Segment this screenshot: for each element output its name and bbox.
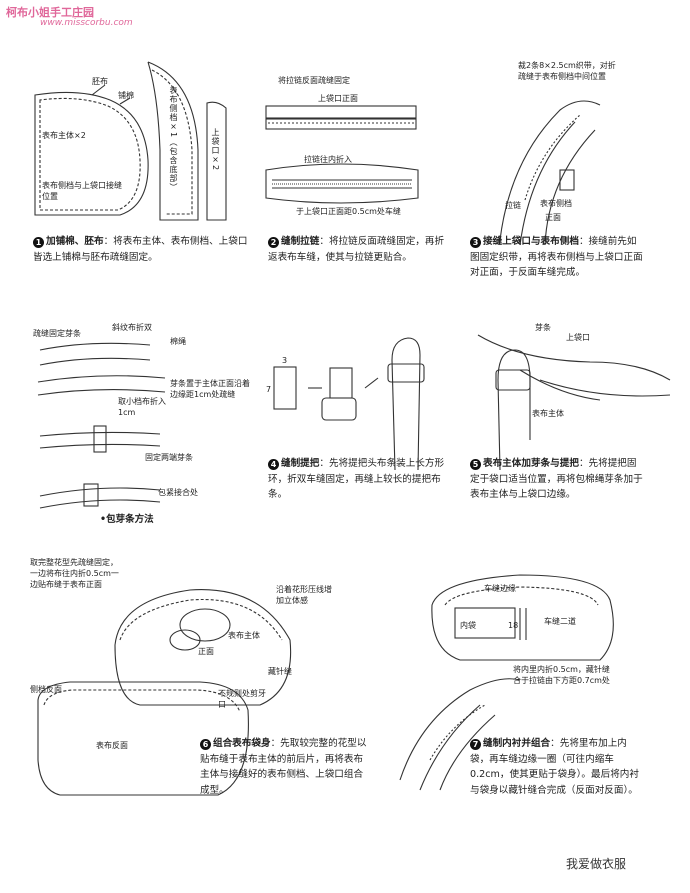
fig2-label-zip-baste: 将拉链反面疏缝固定 xyxy=(278,76,350,85)
site-url: www.misscorbu.com xyxy=(40,18,133,28)
fig2-label-top-front: 上袋口正面 xyxy=(318,94,358,103)
fig7-label-edge-stitch: 车缝边缘 xyxy=(484,584,516,593)
fig6-label-clip: 不规则处剪牙口 xyxy=(218,689,266,709)
fig4-label-height: 7 xyxy=(266,385,272,394)
piping-figures xyxy=(37,342,166,509)
fig1-label-seam-position: 表布侧档与上袋口接缝位置 xyxy=(42,181,122,201)
fig4-handle xyxy=(273,337,425,471)
fig7-label-inner-pocket: 内袋 xyxy=(460,621,476,630)
fig1-body-piece xyxy=(34,84,149,216)
piping-label-ends: 固定两端芽条 xyxy=(145,453,193,462)
step-6-text: ：先取较完整的花型以贴布缝于表布主体的前后片，再将表布主体与接缝好的表布侧档、上… xyxy=(200,738,367,796)
step-4-title: 缝制提把 xyxy=(281,458,320,469)
step-2-text: ：将拉链反面疏缝固定，再折返表布车缝，使其与拉链更贴合。 xyxy=(268,236,445,263)
fig6-label-ladder-stitch: 藏针缝 xyxy=(268,667,292,676)
step-3-text: ：接缝前先如图固定织带，再将表布侧档与上袋口正面对正面，于反面车缝完成。 xyxy=(470,236,643,278)
fig7-label-size: 18 xyxy=(508,621,519,630)
step-2-number: 2 xyxy=(268,237,279,248)
step-1-text: ：将表布主体、表布侧档、上袋口皆选上铺棉与胚布疏缝固定。 xyxy=(33,236,248,263)
piping-label-baste: 疏缝固定芽条 xyxy=(33,329,81,338)
step-4-text: ：先将提把头布条装上长方形环，折双车缝固定，再缝上较长的提把布条。 xyxy=(268,458,445,500)
fig5-label-main-piece: 表布主体 xyxy=(532,409,564,418)
fig6-label-main-piece: 表布主体 xyxy=(228,631,260,640)
step-7-text: ：先将里布加上内袋，再车缝边缘一圈（可往内缩车0.2cm，使其更贴于袋身）。最后… xyxy=(470,738,639,796)
step-1-number: 1 xyxy=(33,237,44,248)
watermark: 我爱做衣服 xyxy=(566,857,627,871)
fig3-label-side-gusset: 表布侧档 xyxy=(540,199,572,208)
fig3-label-front: 正面 xyxy=(545,213,561,222)
step-6-number: 6 xyxy=(200,739,211,750)
fig1-top-opening xyxy=(206,101,227,221)
site-logo: 柯布小姐手工庄园 xyxy=(6,6,94,19)
fig6-label-body-back: 表布反面 xyxy=(96,741,128,750)
piping-label-wrap-joint: 包紧接合处 xyxy=(158,488,198,497)
fig5-label-top-opening: 上袋口 xyxy=(566,333,590,342)
fig1-side-gusset xyxy=(147,61,199,221)
fig6-label-front: 正面 xyxy=(198,647,214,656)
step-7-number: 7 xyxy=(470,739,481,750)
fig6-label-quilting: 沿着花形压线增加立体感 xyxy=(276,585,332,605)
fig7-label-double-stitch: 车缝二道 xyxy=(544,617,576,626)
fig6-label-applique: 取完整花型先疏缝固定，一边将布往内折0.5cm一边贴布缝于表布正面 xyxy=(30,558,119,589)
piping-label-place: 芽条置于主体正面沿着边缘距1cm处疏缝 xyxy=(170,379,250,399)
fig1-label-base-fabric: 胚布 xyxy=(92,77,108,86)
step-3-number: 3 xyxy=(470,237,481,248)
step-5-text: ：先将提把固定于袋口适当位置，再将包棉绳芽条加于表布主体与上袋口边缘。 xyxy=(470,458,643,500)
fig6-assembled-bag xyxy=(37,589,292,796)
fig3-gusset-zipper xyxy=(499,100,601,246)
fig1-label-batting: 铺棉 xyxy=(118,91,134,100)
step-3-title: 接缝上袋口与表布侧档 xyxy=(483,236,579,247)
step-2-title: 缝制拉链 xyxy=(281,236,320,247)
fig1-label-main-piece: 表布主体×2 xyxy=(42,131,86,140)
fig6-label-gusset-back: 侧档反面 xyxy=(30,685,62,694)
fig2-label-fold-in: 拉链往内折入 xyxy=(304,155,352,164)
fig5-bag-handle xyxy=(477,334,671,471)
step-6-title: 组合表布袋身 xyxy=(213,738,271,749)
step-1-title: 加铺棉、胚布 xyxy=(46,236,104,247)
fig7-lining xyxy=(399,574,614,791)
fig4-label-width: 3 xyxy=(282,356,288,365)
piping-label-bias: 斜纹布折双 xyxy=(112,323,152,332)
piping-label-cord: 棉绳 xyxy=(170,337,186,346)
fig3-label-zipper: 拉链 xyxy=(505,201,521,210)
fig2-zipper xyxy=(265,105,419,204)
fig7-label-lining-attach: 将内里内折0.5cm，藏针缝合于拉链由下方距0.7cm处 xyxy=(513,665,610,685)
fig2-label-stitch-05: 于上袋口正面距0.5cm处车缝 xyxy=(296,207,401,216)
step-4-number: 4 xyxy=(268,459,279,470)
fig3-label-webbing: 裁2条8×2.5cm织带，对折疏缝于表布侧档中间位置 xyxy=(518,61,616,81)
step-7-title: 缝制内衬并组合 xyxy=(483,738,551,749)
fig5-label-piping: 芽条 xyxy=(535,323,551,332)
piping-title: •包芽条方法 xyxy=(100,514,154,525)
step-5-title: 表布主体加芽条与提把 xyxy=(483,458,579,469)
piping-label-fold: 取小档布折入1cm xyxy=(118,397,166,417)
fig1-label-top-opening: 上袋口×2 xyxy=(211,128,220,172)
fig1-label-side-gusset: 表布侧档×1（包含底部） xyxy=(169,86,178,193)
step-5-number: 5 xyxy=(470,459,481,470)
